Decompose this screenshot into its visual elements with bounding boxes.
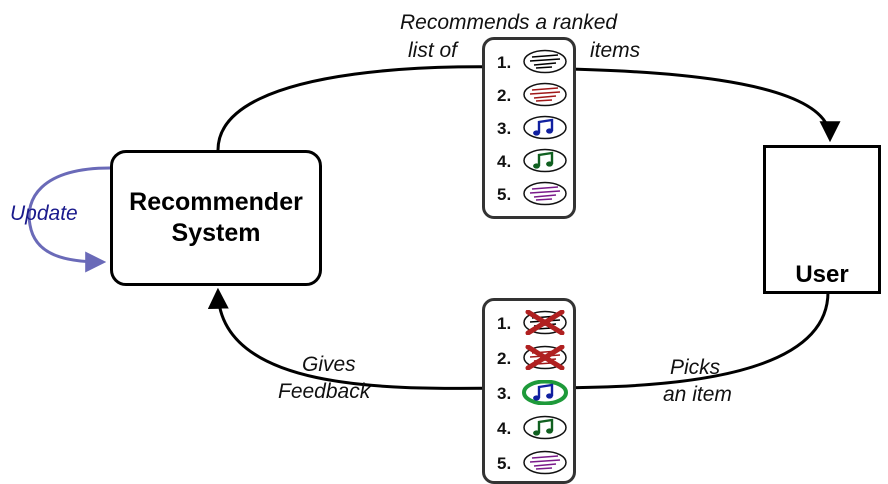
recommends-label-line2a: list of (408, 39, 458, 62)
list-item: 3. (485, 112, 573, 144)
list-item: 2. (485, 79, 573, 111)
film-icon (523, 49, 567, 74)
film-icon (523, 181, 567, 206)
list-item: 5. (485, 447, 573, 479)
recommended-list: 1. 2. 3. 4. 5. (482, 37, 576, 219)
recommender-system-node: Recommender System (110, 150, 322, 286)
user-label: User (795, 261, 849, 288)
list-item: 2. (485, 342, 573, 374)
recommends-label-line2b: items (590, 39, 641, 62)
picks-label-line1: Picks (670, 356, 721, 379)
music-note-icon (523, 115, 567, 140)
feedback-list: 1. 2. 3. 4. 5. (482, 298, 576, 484)
film-icon (523, 450, 567, 475)
film-icon (523, 345, 567, 370)
film-icon (523, 310, 567, 335)
music-note-icon (523, 148, 567, 173)
picks-label-line2: an item (663, 383, 732, 406)
list-item: 4. (485, 145, 573, 177)
list-item: 4. (485, 412, 573, 444)
rank-number: 5. (497, 454, 512, 473)
rank-number: 1. (497, 314, 512, 333)
recommender-line2: System (171, 219, 261, 247)
list-item: 3. (485, 377, 573, 409)
rank-number: 3. (497, 384, 512, 403)
music-note-icon (523, 415, 567, 440)
user-node: User (763, 145, 881, 294)
rank-number: 1. (497, 53, 512, 72)
gives-label-line2: Feedback (278, 380, 371, 403)
rank-number: 4. (497, 419, 512, 438)
music-note-icon (522, 380, 568, 405)
list-item: 5. (485, 178, 573, 210)
gives-label-line1: Gives (302, 353, 356, 376)
update-label: Update (10, 202, 78, 225)
rank-number: 4. (497, 152, 512, 171)
reject-cross-icon (525, 345, 565, 370)
recommender-system-label: Recommender System (129, 187, 303, 249)
film-icon (523, 82, 567, 107)
rank-number: 2. (497, 349, 512, 368)
rank-number: 5. (497, 185, 512, 204)
list-item: 1. (485, 307, 573, 339)
recommends-label-line1: Recommends a ranked (400, 11, 618, 34)
reject-cross-icon (525, 310, 565, 335)
rank-number: 2. (497, 86, 512, 105)
rank-number: 3. (497, 119, 512, 138)
update-arrow (27, 166, 111, 273)
recommender-line1: Recommender (129, 188, 303, 216)
list-item: 1. (485, 46, 573, 78)
